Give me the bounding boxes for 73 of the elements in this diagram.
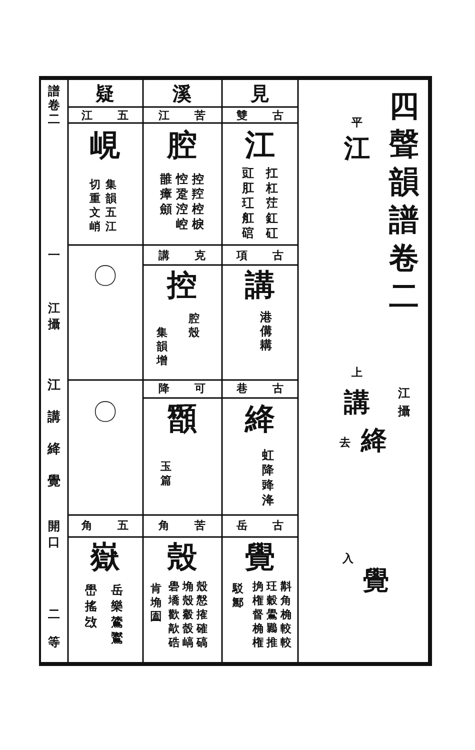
fanqie-label: 降 (158, 382, 170, 395)
headword: 嶽 (89, 540, 121, 576)
note-text: 控羫椌棙 (191, 172, 205, 232)
headword: 講 (244, 268, 276, 304)
margin-text: 江講絳覺 (46, 377, 62, 491)
note-text: 埆殼觳嗀嵪 (182, 580, 194, 650)
margin-text: 開口 (47, 518, 61, 550)
rhyme-character: 江 (343, 134, 371, 164)
note-text: 扛杠茳釭矼 (265, 166, 279, 241)
column-header: 見 (250, 83, 270, 105)
note-text: 玨穀鷽𪇰推 (266, 580, 278, 650)
tone-label: 入 (342, 552, 354, 566)
headword: 䫬 (166, 402, 198, 438)
headword: 控 (166, 268, 198, 304)
note-text: 悾跫涳崆 (175, 172, 189, 232)
note-text: 捔権督桷権 (252, 580, 264, 650)
fanqie-label: 江 (80, 109, 94, 122)
fanqie-label: 苦 (194, 109, 206, 122)
fanqie-label: 項 (236, 249, 248, 262)
margin-text: 一 (47, 248, 61, 262)
fanqie-label: 五 (116, 109, 130, 122)
note-text: 豇肛玒舡䃔 (241, 166, 255, 241)
margin-text: 江攝 (47, 300, 61, 332)
fanqie-label: 古 (272, 249, 284, 262)
headword: 殼 (166, 540, 198, 576)
note-text: 礐墧歡歊硞 (168, 580, 180, 650)
tone-label: 上 (350, 366, 364, 380)
fanqie-label: 角 (158, 519, 170, 532)
side-label: 江攝 (397, 385, 411, 420)
note-text: 切重文峭 (88, 178, 102, 234)
rhyme-character: 覺 (362, 566, 390, 596)
column-header: 溪 (172, 83, 192, 105)
fanqie-label: 古 (272, 382, 284, 395)
fanqie-label: 五 (116, 519, 130, 532)
note-text: 集韻增 (156, 326, 168, 368)
headword: 覺 (244, 540, 276, 576)
tone-label: 平 (350, 116, 364, 130)
headword: 峴 (89, 128, 121, 164)
fanqie-label: 講 (158, 249, 170, 262)
note-text: 港傋耩 (259, 310, 273, 352)
note-text: 玉篇 (160, 460, 172, 488)
fanqie-label: 古 (272, 519, 284, 532)
note-text: 嶨搖㩿 (84, 582, 98, 630)
note-text: 䧿瘴顩 (159, 172, 173, 217)
fanqie-label: 可 (194, 382, 206, 395)
fanqie-label: 古 (272, 109, 284, 122)
fanqie-label: 苦 (194, 519, 206, 532)
headword: 絳 (244, 402, 276, 438)
fanqie-label: 江 (158, 109, 170, 122)
note-text: 斠角桷較較 (280, 580, 292, 650)
note-text: 腔殼 (188, 312, 200, 340)
rhyme-character: 絳 (360, 426, 388, 456)
fanqie-label: 克 (194, 249, 206, 262)
fanqie-label: 角 (80, 519, 94, 532)
note-text: 虹降䜶洚 (261, 448, 275, 508)
fanqie-label: 雙 (236, 109, 248, 122)
rhyme-character: 講 (343, 388, 371, 418)
fanqie-label: 岳 (236, 519, 248, 532)
fanqie-label: 巷 (236, 382, 248, 395)
headword: 腔 (166, 128, 198, 164)
note-text: 殼慤搉確碻 (196, 580, 208, 650)
tone-label: 去 (338, 436, 352, 450)
headword: 江 (244, 128, 276, 164)
note-text: 肯埆圔 (150, 582, 162, 624)
margin-text: 譜卷二 (47, 84, 61, 126)
note-text: 集韻五江 (104, 178, 118, 234)
note-text: 岳樂鷟鸑 (110, 582, 124, 646)
note-text: 駁鄦 (232, 582, 244, 610)
margin-text: 二等 (47, 606, 61, 651)
column-header: 疑 (94, 83, 116, 105)
title: 四聲韻譜卷二 (388, 88, 420, 316)
circle-symbol: 〇 (92, 398, 118, 426)
circle-symbol: 〇 (92, 262, 118, 290)
